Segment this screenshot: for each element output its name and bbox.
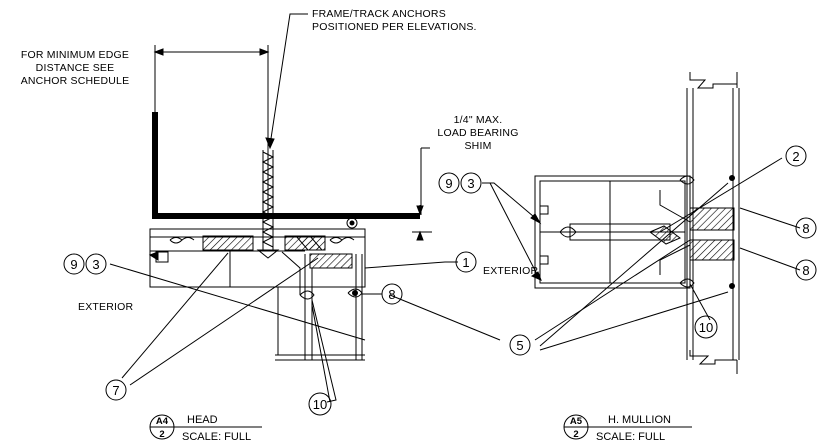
callout-center-5: 5 — [509, 334, 531, 356]
head-title: HEAD — [187, 414, 218, 426]
title-block-head: A4 2 HEAD SCALE: FULL — [149, 414, 262, 443]
svg-text:ANCHOR SCHEDULE: ANCHOR SCHEDULE — [21, 75, 130, 87]
svg-text:3: 3 — [467, 176, 474, 191]
svg-text:3: 3 — [92, 257, 99, 272]
callout-mullion-3: 3 — [460, 172, 482, 194]
svg-text:SHIM: SHIM — [464, 140, 491, 152]
mullion-title: H. MULLION — [608, 414, 671, 426]
svg-text:A5: A5 — [570, 416, 583, 427]
svg-text:2: 2 — [159, 429, 164, 440]
callout-head-10: 10 — [308, 392, 332, 416]
head-detail — [148, 45, 432, 361]
svg-text:9: 9 — [70, 257, 77, 272]
head-scale: SCALE: FULL — [182, 431, 251, 443]
callout-mullion-8-top: 8 — [795, 217, 817, 239]
edge-distance-note: FOR MINIMUM EDGE DISTANCE SEE ANCHOR SCH… — [21, 49, 130, 87]
title-block-mullion: A5 2 H. MULLION SCALE: FULL — [563, 414, 692, 443]
callout-mullion-2: 2 — [785, 145, 807, 167]
svg-text:POSITIONED PER ELEVATIONS.: POSITIONED PER ELEVATIONS. — [312, 21, 477, 33]
exterior-right-label: EXTERIOR — [483, 265, 538, 277]
svg-text:9: 9 — [445, 176, 452, 191]
svg-text:DISTANCE SEE: DISTANCE SEE — [36, 62, 115, 74]
shim-note: 1/4" MAX. LOAD BEARING SHIM — [437, 114, 518, 152]
svg-text:FRAME/TRACK ANCHORS: FRAME/TRACK ANCHORS — [312, 8, 446, 20]
svg-text:2: 2 — [792, 149, 799, 164]
svg-text:10: 10 — [313, 397, 327, 412]
svg-text:8: 8 — [802, 263, 809, 278]
callout-head-9: 9 — [63, 253, 85, 275]
svg-text:A4: A4 — [156, 416, 169, 427]
svg-text:1: 1 — [462, 255, 469, 270]
mullion-leaders — [389, 157, 801, 351]
svg-text:8: 8 — [802, 221, 809, 236]
callout-head-8: 8 — [381, 283, 403, 305]
callout-head-7: 7 — [105, 379, 127, 401]
exterior-left-label: EXTERIOR — [78, 301, 133, 313]
svg-text:7: 7 — [112, 383, 119, 398]
svg-text:FOR MINIMUM EDGE: FOR MINIMUM EDGE — [21, 49, 129, 61]
mullion-scale: SCALE: FULL — [596, 431, 665, 443]
callout-head-1: 1 — [455, 251, 477, 273]
callout-head-3: 3 — [85, 253, 107, 275]
svg-text:10: 10 — [699, 320, 713, 335]
svg-text:LOAD BEARING: LOAD BEARING — [437, 127, 518, 139]
mullion-detail — [534, 72, 740, 374]
svg-text:1/4" MAX.: 1/4" MAX. — [454, 114, 503, 126]
callout-mullion-8-bottom: 8 — [795, 259, 817, 281]
svg-text:5: 5 — [516, 338, 523, 353]
svg-text:2: 2 — [573, 429, 578, 440]
svg-text:8: 8 — [388, 287, 395, 302]
anchor-screw — [256, 140, 280, 259]
head-leaders — [109, 13, 458, 403]
callout-mullion-9: 9 — [438, 172, 460, 194]
frame-track-anchors-note: FRAME/TRACK ANCHORS POSITIONED PER ELEVA… — [312, 8, 477, 33]
callout-mullion-10: 10 — [694, 315, 718, 339]
